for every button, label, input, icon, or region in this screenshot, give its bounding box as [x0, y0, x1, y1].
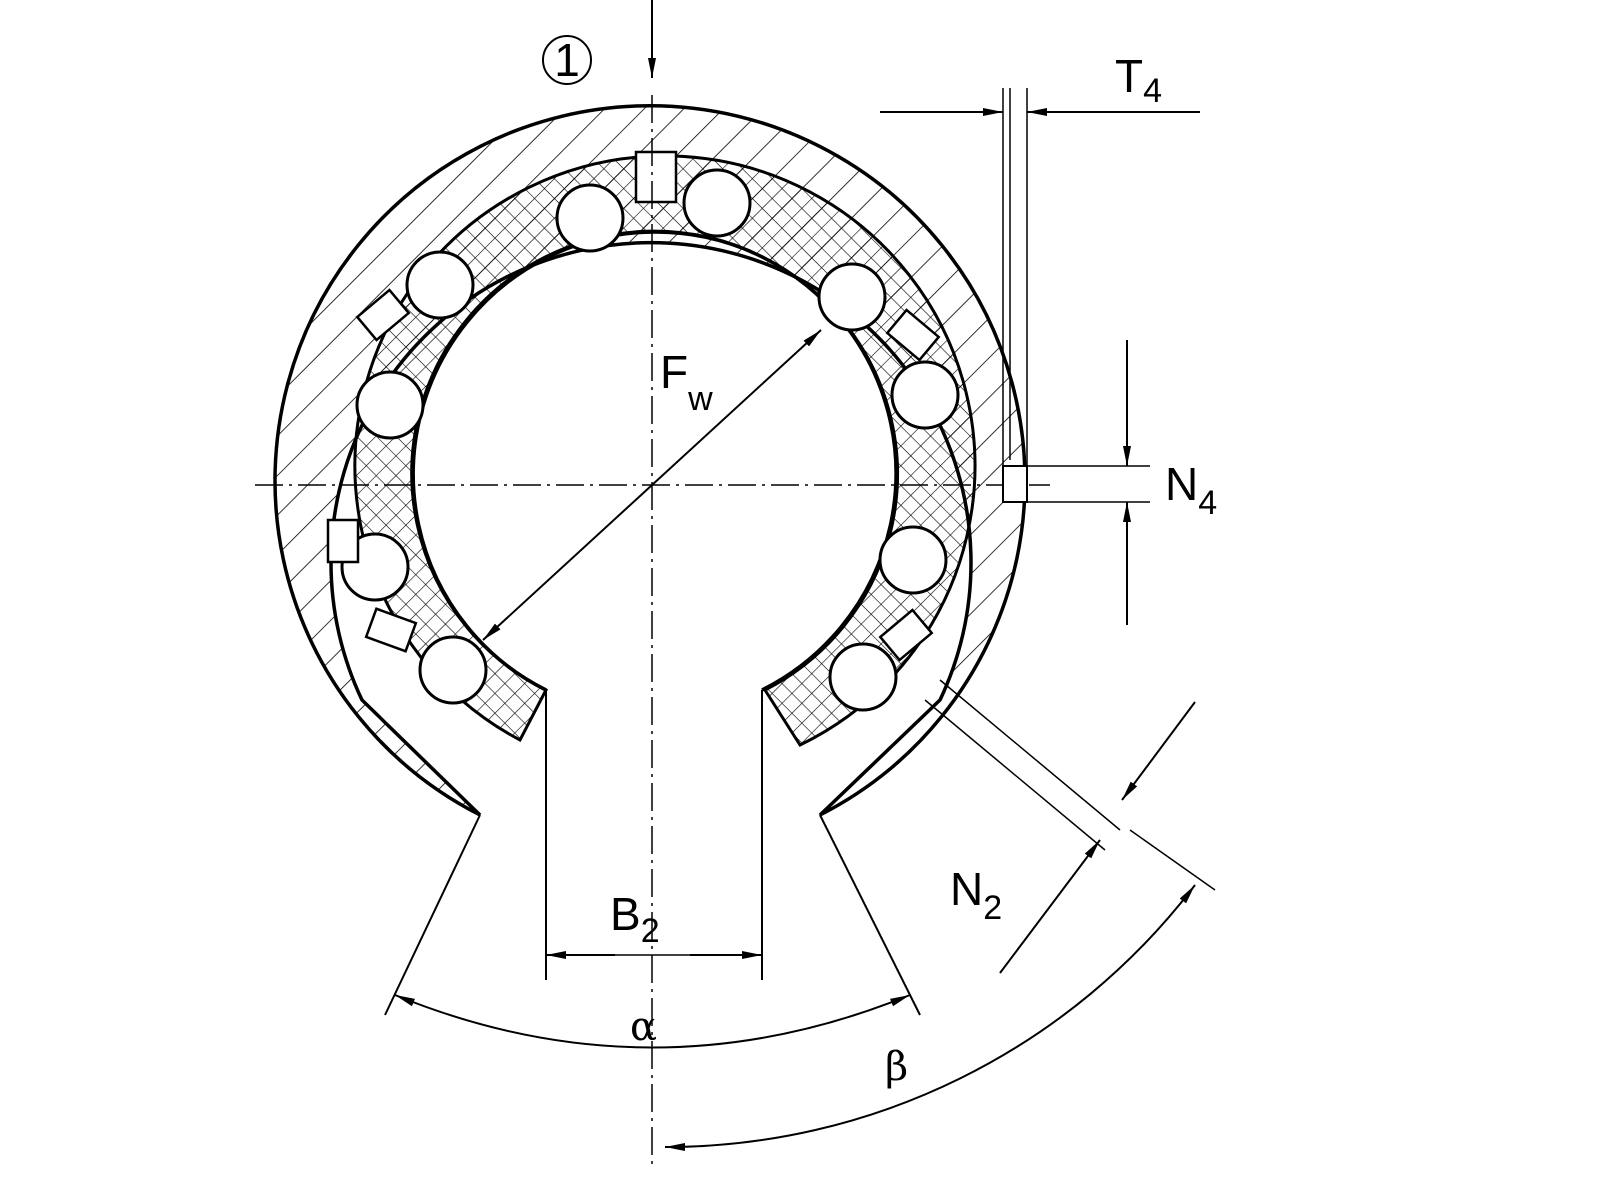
balls	[340, 168, 960, 712]
b2-label: B2	[610, 888, 660, 950]
ball	[890, 360, 960, 430]
ball	[682, 168, 752, 238]
ball	[418, 635, 488, 705]
ball	[405, 250, 475, 320]
ball	[878, 525, 948, 595]
ball	[817, 262, 887, 332]
t4-label: T4	[1115, 50, 1162, 110]
alpha-label: α	[630, 1004, 657, 1050]
callout-circle	[542, 35, 592, 85]
n4-label: N4	[1165, 458, 1217, 522]
ball	[555, 183, 625, 253]
ball	[828, 642, 898, 712]
retainer-clips	[326, 150, 941, 662]
n2-label: N2	[950, 863, 1002, 927]
fw-label: Fw	[660, 346, 713, 418]
ball	[355, 370, 425, 440]
callout-label: 1	[554, 34, 580, 86]
beta-label: β	[885, 1044, 908, 1090]
inner-bore	[410, 229, 898, 692]
